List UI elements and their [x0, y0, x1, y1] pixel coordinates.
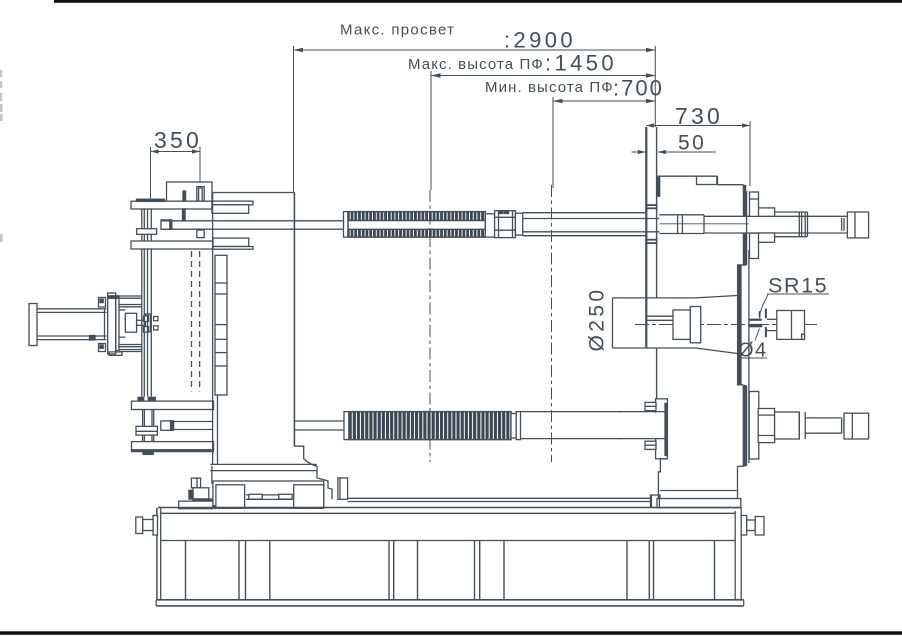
svg-text::700: :700: [613, 76, 664, 101]
svg-text:50: 50: [678, 132, 706, 155]
svg-text:350: 350: [154, 127, 202, 153]
svg-text:Ø250: Ø250: [586, 287, 609, 352]
svg-text:Макс. высота ПФ: Макс. высота ПФ: [408, 56, 544, 73]
svg-text:Макс. просвет: Макс. просвет: [340, 22, 455, 39]
svg-text:Мин. высота ПФ: Мин. высота ПФ: [485, 79, 614, 96]
svg-text:730: 730: [675, 103, 723, 129]
svg-text:Ø4: Ø4: [738, 340, 768, 362]
svg-text::2900: :2900: [504, 28, 576, 53]
svg-text::1450: :1450: [545, 51, 617, 76]
